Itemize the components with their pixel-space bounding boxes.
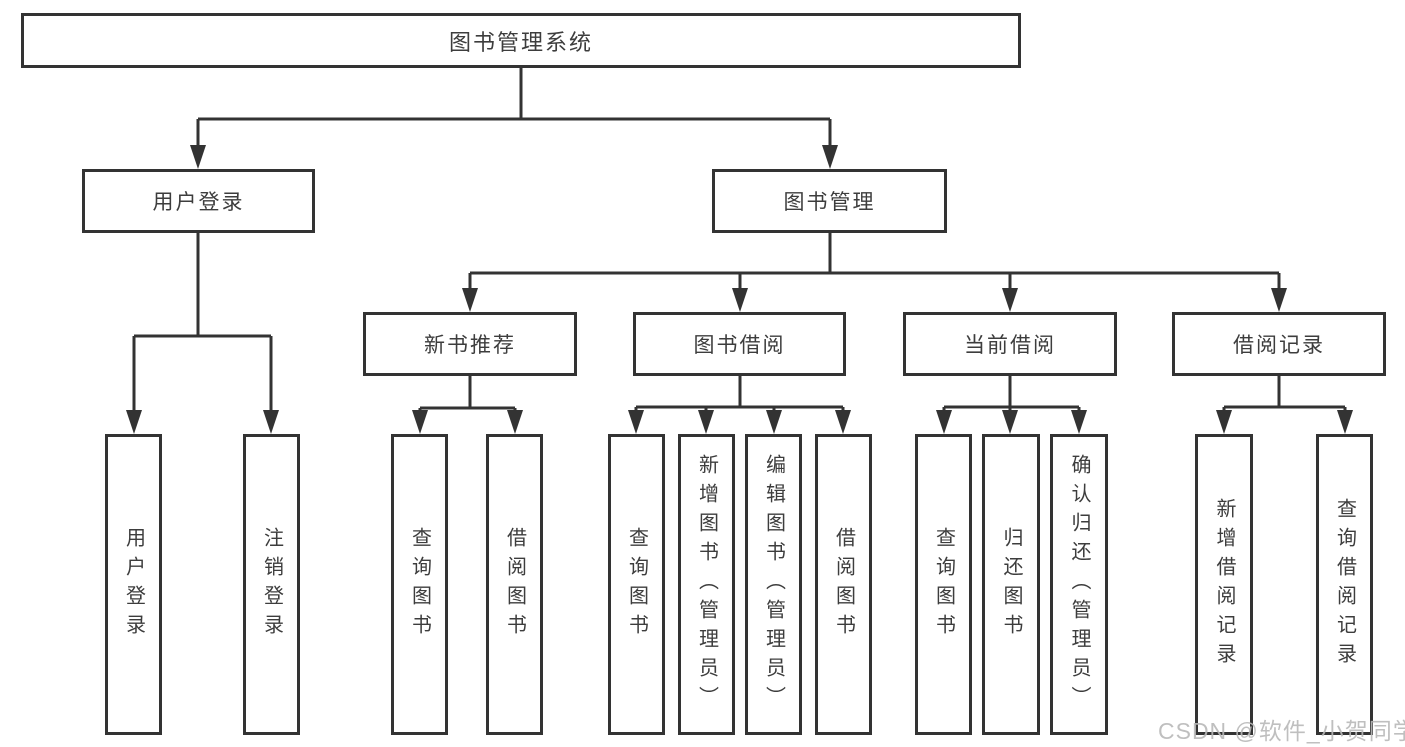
arrowhead	[190, 145, 206, 169]
arrowhead	[412, 410, 428, 434]
leaf-search-borrow-record: 查询借阅记录	[1316, 434, 1373, 735]
leaf-add-books-admin: 新增图书（管理员）	[678, 434, 735, 735]
leaf-borrow-books: 借阅图书	[815, 434, 872, 735]
arrowhead	[835, 410, 851, 434]
leaf-search-books-borrowing: 查询图书	[608, 434, 665, 735]
leaf-add-borrow-record: 新增借阅记录	[1195, 434, 1253, 735]
node-label: 查询图书	[625, 526, 648, 643]
leaf-search-books-current: 查询图书	[915, 434, 972, 735]
leaf-search-books-recommend: 查询图书	[391, 434, 448, 735]
arrowhead	[462, 288, 478, 312]
leaf-confirm-return-admin: 确认归还（管理员）	[1050, 434, 1108, 735]
node-label: 用户登录	[152, 191, 245, 214]
arrowhead	[1216, 410, 1232, 434]
arrowhead	[822, 145, 838, 169]
node-label: 确认归还（管理员）	[1068, 454, 1090, 715]
node-label: 借阅记录	[1233, 334, 1325, 357]
node-label: 归还图书	[1000, 526, 1022, 643]
arrowhead	[628, 410, 644, 434]
arrowhead	[126, 410, 142, 434]
arrowhead	[698, 410, 714, 434]
arrowhead	[766, 410, 782, 434]
node-new-book-recommend: 新书推荐	[363, 312, 577, 376]
node-label: 用户登录	[122, 526, 145, 643]
node-label: 借阅图书	[832, 526, 855, 643]
arrowhead	[1337, 410, 1353, 434]
node-label: 图书借阅	[693, 334, 786, 357]
connector-paths	[132, 68, 1347, 411]
node-label: 当前借阅	[964, 334, 1056, 357]
node-label: 新增图书（管理员）	[695, 454, 718, 715]
node-label: 查询图书	[408, 526, 431, 643]
node-label: 注销登录	[260, 526, 283, 643]
node-label: 查询借阅记录	[1333, 497, 1356, 672]
leaf-user-login: 用户登录	[105, 434, 162, 735]
node-label: 查询图书	[932, 526, 955, 643]
node-borrow-records: 借阅记录	[1172, 312, 1386, 376]
leaf-logout: 注销登录	[243, 434, 300, 735]
node-book-management-system: 图书管理系统	[21, 13, 1021, 68]
node-label: 新书推荐	[424, 334, 516, 357]
node-book-borrowing: 图书借阅	[633, 312, 846, 376]
arrowhead	[507, 410, 523, 434]
leaf-return-books: 归还图书	[982, 434, 1040, 735]
leaf-edit-books-admin: 编辑图书（管理员）	[745, 434, 802, 735]
node-label: 新增借阅记录	[1213, 497, 1235, 672]
node-label: 编辑图书（管理员）	[762, 454, 785, 715]
arrowhead	[1271, 288, 1287, 312]
arrowhead	[732, 288, 748, 312]
node-label: 图书管理系统	[448, 29, 593, 55]
arrowhead	[936, 410, 952, 434]
csdn-watermark: CSDN @软件_小贺同学	[1158, 718, 1405, 744]
node-book-management: 图书管理	[712, 169, 947, 233]
node-user-login: 用户登录	[82, 169, 315, 233]
node-current-borrowing: 当前借阅	[903, 312, 1117, 376]
arrowhead	[263, 410, 279, 434]
leaf-borrow-books-recommend: 借阅图书	[486, 434, 543, 735]
arrowhead	[1002, 410, 1018, 434]
arrowhead	[1071, 410, 1087, 434]
arrowheads	[126, 145, 1353, 434]
arrowhead	[1002, 288, 1018, 312]
node-label: 图书管理	[783, 191, 876, 214]
node-label: 借阅图书	[503, 526, 526, 643]
